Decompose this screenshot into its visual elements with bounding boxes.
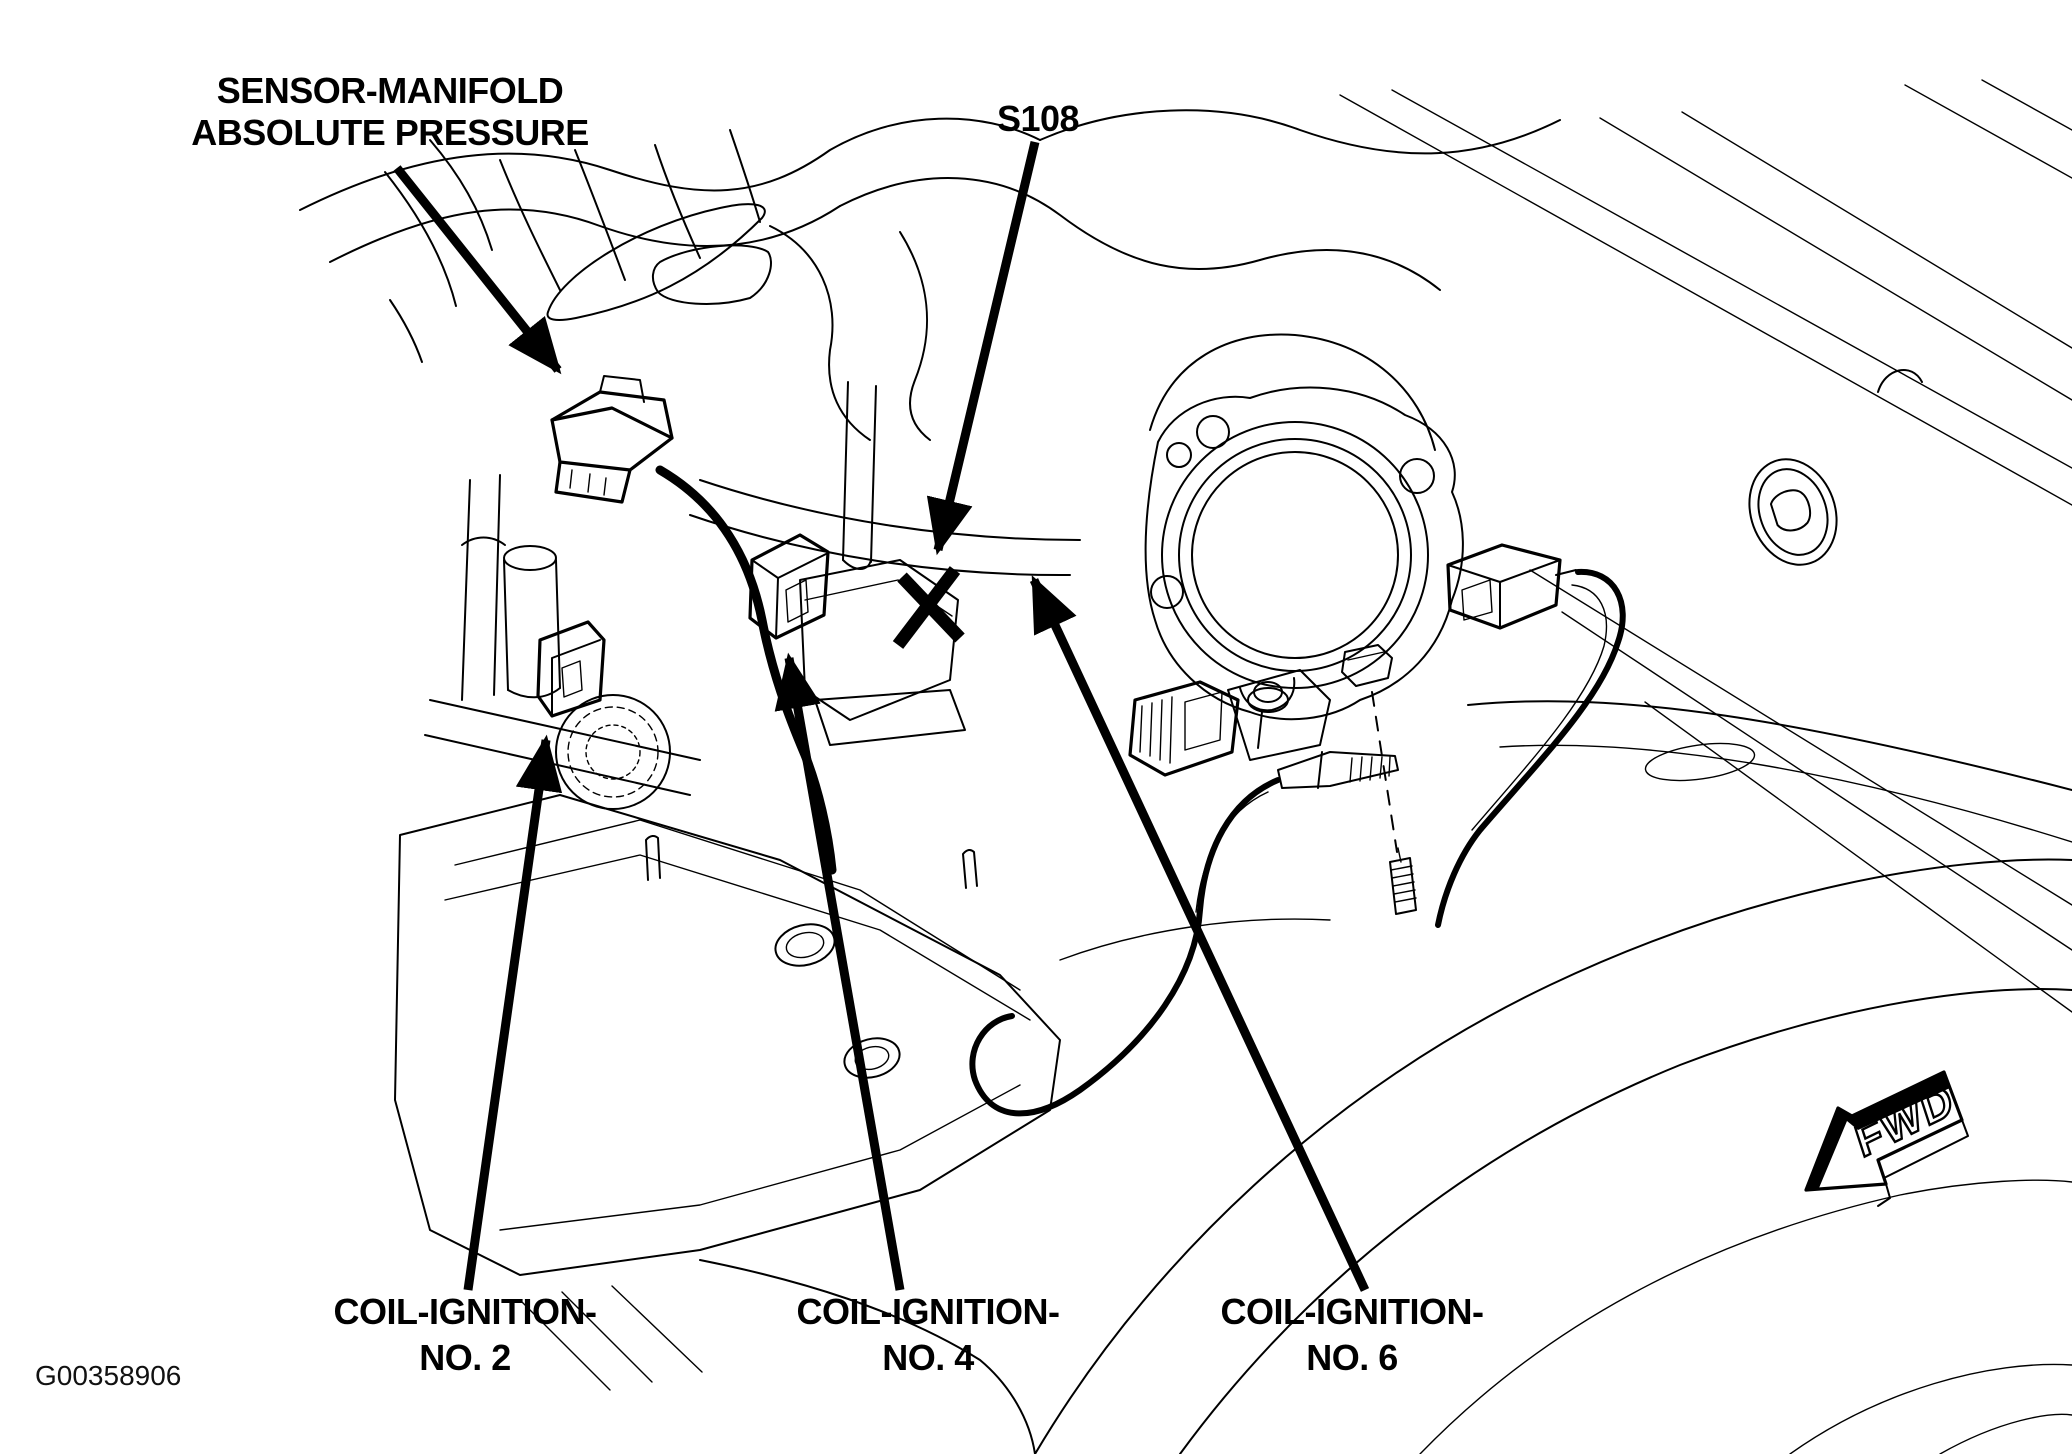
coil-2-callout: COIL-IGNITION- NO. 2 <box>334 734 597 1378</box>
coil-4-callout: COIL-IGNITION- NO. 4 <box>774 652 1060 1378</box>
coil-6-label-line1: COIL-IGNITION- <box>1221 1291 1484 1332</box>
valve-cover <box>394 794 1061 1454</box>
mounting-hardware <box>1341 644 1417 915</box>
intake-manifold <box>299 109 1561 577</box>
coil-6-connector <box>1128 669 1331 777</box>
coil-2-label-line1: COIL-IGNITION- <box>334 1291 597 1332</box>
splice-x-marker <box>892 566 965 649</box>
s108-arrow <box>926 140 1040 556</box>
coil-6-arrow <box>1029 575 1370 1292</box>
coil-6-label-line2: NO. 6 <box>1306 1337 1398 1378</box>
coil-4-label-line2: NO. 4 <box>882 1337 974 1378</box>
s108-callout: S108 <box>926 98 1080 556</box>
left-bracket-structures <box>424 474 701 796</box>
fender-panels <box>1034 700 2072 1454</box>
fwd-direction-arrow: FWD <box>1804 1070 1969 1207</box>
coil-2-arrow <box>463 734 563 1291</box>
figure-id: G00358906 <box>35 1360 181 1391</box>
oil-filler-cap <box>555 694 671 810</box>
map-sensor-label-line1: SENSOR-MANIFOLD <box>217 70 564 111</box>
temperature-sensor <box>969 751 1399 1117</box>
map-sensor-label-line2: ABSOLUTE PRESSURE <box>191 112 589 153</box>
coil-6-callout: COIL-IGNITION- NO. 6 <box>1029 575 1484 1378</box>
coil-2-connector <box>536 620 606 718</box>
right-harness-connector <box>1435 543 1626 928</box>
fwd-arrow-top-band <box>1806 1072 1950 1190</box>
coil-4-label-line1: COIL-IGNITION- <box>797 1291 1060 1332</box>
throttle-body <box>1144 386 1464 721</box>
map-sensor-arrow <box>393 165 562 375</box>
fwd-arrow-label: FWD <box>1850 1074 1961 1167</box>
coil-4-connector <box>748 533 966 746</box>
s108-label: S108 <box>997 98 1079 139</box>
coil-4-arrow <box>774 652 905 1291</box>
cowl-panel <box>1339 79 2072 1013</box>
coil-2-label-line2: NO. 2 <box>419 1337 511 1378</box>
grommet <box>1748 458 1838 566</box>
map-sensor-connector <box>550 375 837 875</box>
map-sensor-callout: SENSOR-MANIFOLD ABSOLUTE PRESSURE <box>191 70 589 375</box>
